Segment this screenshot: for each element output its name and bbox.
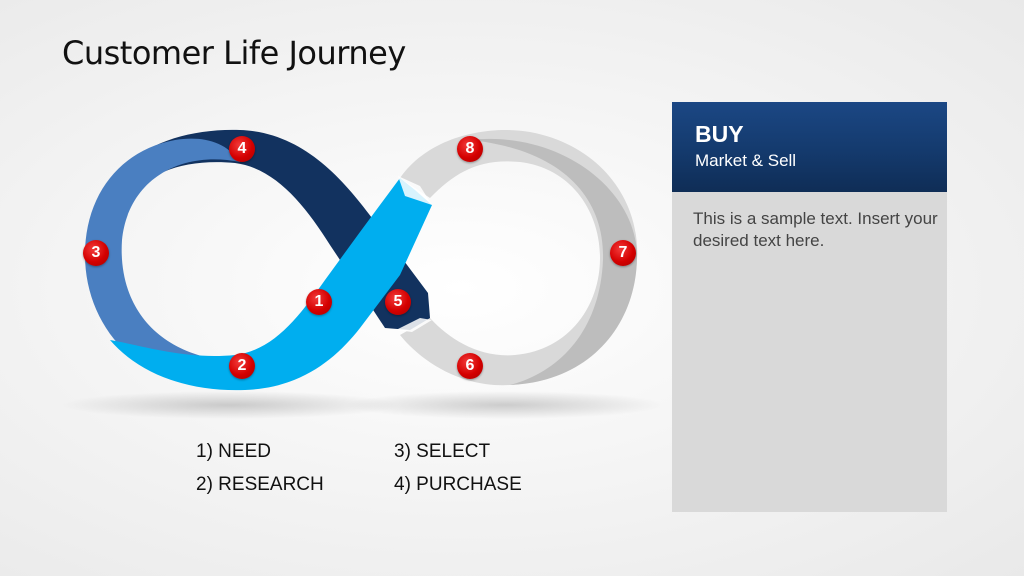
step-badge-1[interactable]: 1	[306, 289, 332, 315]
left-loop-shadow	[60, 391, 400, 419]
info-panel-body: This is a sample text. Insert your desir…	[693, 209, 938, 250]
legend-item-purchase: 4) PURCHASE	[394, 474, 522, 495]
right-loop-shadow	[345, 391, 665, 419]
right-loop-inner-shade	[470, 138, 638, 385]
step-badge-3[interactable]: 3	[83, 240, 109, 266]
info-panel-subtitle: Market & Sell	[695, 151, 797, 170]
left-loop-mid-blue	[85, 138, 320, 386]
step-badge-2[interactable]: 2	[229, 353, 255, 379]
right-loop-outer	[400, 129, 638, 386]
step-badge-7[interactable]: 7	[610, 240, 636, 266]
step-badge-4[interactable]: 4	[229, 136, 255, 162]
info-panel-title: BUY	[695, 121, 744, 147]
arrow-tip-highlight	[398, 176, 432, 205]
legend-item-research: 2) RESEARCH	[196, 474, 324, 495]
step-badge-6[interactable]: 6	[457, 353, 483, 379]
info-panel-header: BUY Market & Sell	[672, 102, 947, 192]
info-panel: BUY Market & Sell This is a sample text.…	[672, 102, 947, 512]
step-badge-8[interactable]: 8	[457, 136, 483, 162]
infinity-diagram	[60, 129, 665, 419]
legend-item-select: 3) SELECT	[394, 441, 491, 462]
bright-blue-sweep	[110, 178, 432, 391]
legend-item-need: 1) NEED	[196, 441, 271, 462]
step-badge-5[interactable]: 5	[385, 289, 411, 315]
arrow-tail-notch	[396, 318, 432, 332]
slide-title: Customer Life Journey	[62, 34, 406, 72]
